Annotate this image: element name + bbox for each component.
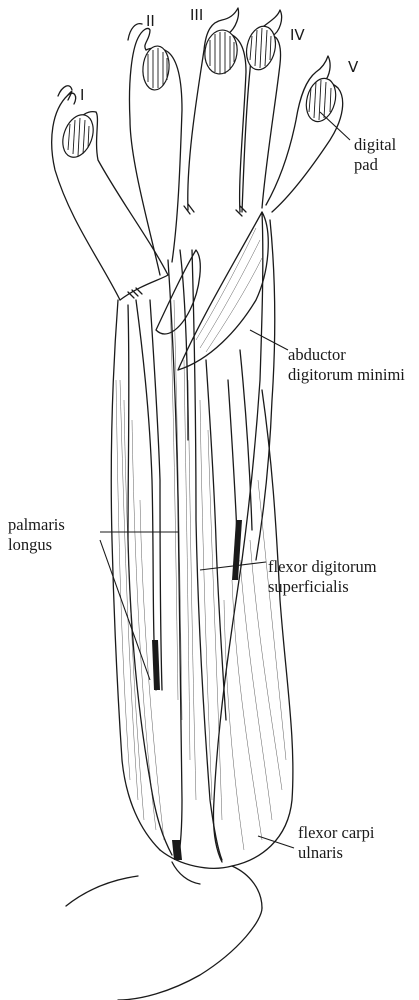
label-palmaris-line-2: longus [8, 535, 52, 554]
leader-digital-pad [320, 112, 350, 140]
label-abductor-digitorum-minimi: abductor digitorum minimi [288, 345, 405, 384]
abductor-digitorum-minimi-muscle [178, 212, 268, 370]
digit-label-1: I [80, 86, 84, 104]
label-fcu-line-1: flexor carpi [298, 823, 375, 842]
forearm [66, 212, 293, 1000]
label-digital-pad: digital pad [354, 135, 400, 174]
label-flexor-carpi-ulnaris: flexor carpi ulnaris [298, 823, 379, 862]
label-palmaris-longus: palmaris longus [8, 515, 69, 554]
label-abductor-line-2: digitorum minimi [288, 365, 405, 384]
digit-3 [184, 8, 246, 214]
label-fds-line-1: flexor digitorum [268, 557, 377, 576]
flexor-carpi-ulnaris-muscle [232, 390, 293, 866]
leader-flexor-carpi [258, 836, 294, 848]
leader-abductor [250, 330, 288, 350]
digit-label-2: II [146, 12, 155, 30]
label-abductor-line-1: abductor [288, 345, 346, 364]
digit-2 [128, 24, 182, 275]
label-fcu-line-2: ulnaris [298, 843, 343, 862]
digit-4 [236, 10, 282, 216]
digit-1 [52, 86, 168, 300]
label-flexor-digitorum-superficialis: flexor digitorum superficialis [268, 557, 381, 596]
label-digital-pad-line-2: pad [354, 155, 379, 174]
leader-palmaris-2 [100, 540, 150, 680]
label-palmaris-line-1: palmaris [8, 515, 65, 534]
digit-label-3: III [190, 6, 203, 24]
fingers [52, 8, 343, 300]
label-fds-line-2: superficialis [268, 577, 349, 596]
digit-label-5: V [348, 58, 359, 76]
digit-label-4: IV [290, 26, 305, 44]
label-digital-pad-line-1: digital [354, 135, 397, 154]
